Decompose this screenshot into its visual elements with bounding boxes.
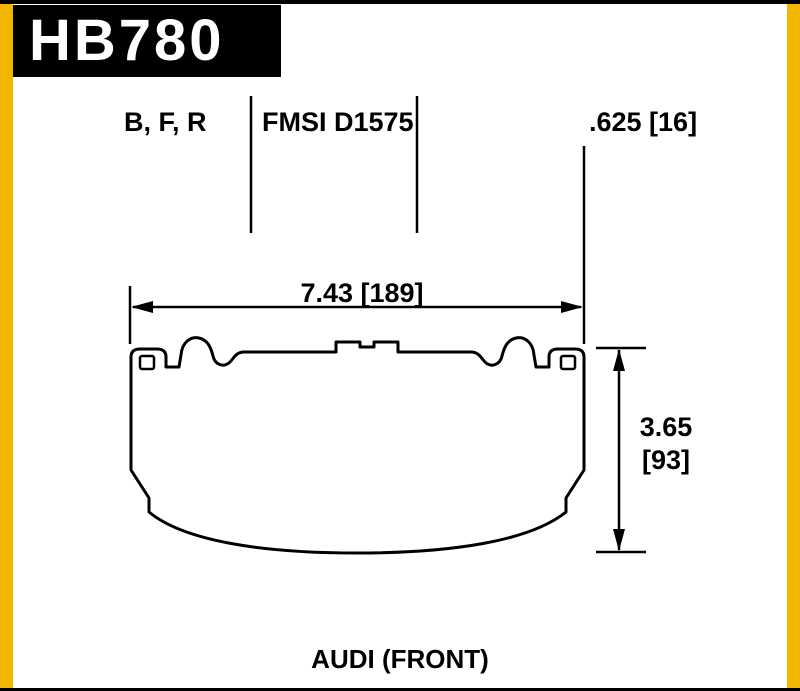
arrowhead-down: [613, 529, 625, 551]
height-dimension-arrow: [613, 349, 625, 551]
application-label: AUDI (FRONT): [311, 644, 489, 674]
yellow-edge-right: [787, 0, 800, 691]
top-border: [0, 0, 800, 4]
height-dimension-label-inches: 3.65: [639, 412, 693, 442]
mounting-hole-right: [559, 354, 577, 371]
compound-codes: B, F, R: [124, 107, 207, 137]
mounting-hole-left: [138, 354, 156, 371]
part-number-box: HB780: [13, 5, 281, 77]
brake-pad-outline: [129, 336, 586, 555]
arrowhead-left: [131, 301, 153, 313]
pad-thickness-dimension: .625 [16]: [589, 107, 698, 137]
width-dimension-label: 7.43 [189]: [300, 278, 424, 308]
fmsi-number: FMSI D1575: [262, 107, 414, 137]
arrowhead-right: [561, 301, 583, 313]
part-number: HB780: [29, 8, 225, 73]
yellow-edge-left: [0, 0, 13, 691]
height-dimension-label-mm: [93]: [641, 445, 690, 475]
bottom-border: [0, 688, 800, 691]
height-dimension-label: 3.65 [93]: [628, 411, 704, 477]
arrowhead-up: [613, 349, 625, 371]
